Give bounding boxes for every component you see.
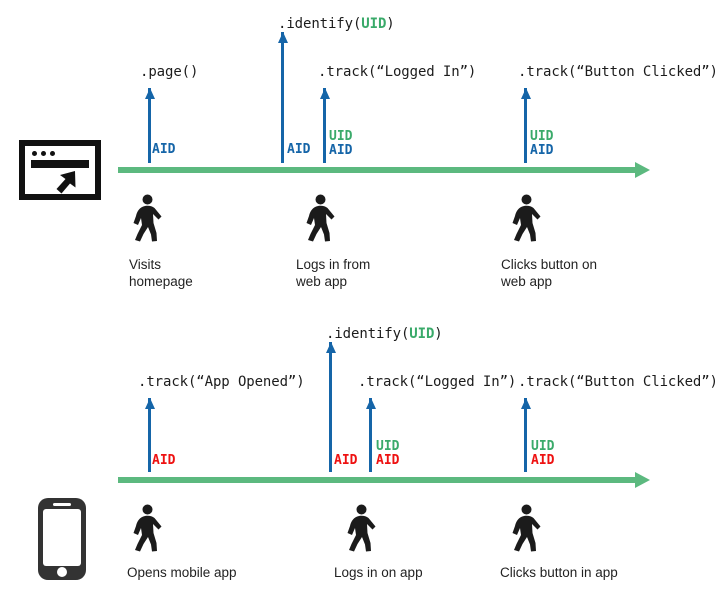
- code-uid-arg: UID: [409, 326, 435, 342]
- web-timeline-arrowhead: [635, 162, 650, 178]
- mobile-phone-icon: [38, 498, 86, 580]
- mobile-step-caption-2: Logs in on app: [334, 565, 423, 580]
- phone-screen: [43, 509, 81, 566]
- mobile-timeline: [118, 472, 650, 488]
- mobile-timeline-arrowhead: [635, 472, 650, 488]
- phone-speaker: [53, 503, 71, 506]
- walking-person-icon: [133, 194, 162, 242]
- mobile-timeline-line: [118, 477, 635, 483]
- mobile-event-label-logged-in: .track(“Logged In”): [358, 374, 516, 390]
- code-prefix: .track(“Logged In”): [358, 374, 517, 390]
- mobile-idtag-button-clicked-aid: AID: [531, 453, 555, 468]
- mobile-event-label-button-clicked: .track(“Button Clicked”): [518, 374, 716, 390]
- browser-window-icon: [19, 140, 101, 200]
- walking-person-icon: [512, 194, 541, 242]
- walking-person-icon: [306, 194, 335, 242]
- cursor-arrow-icon: [56, 171, 76, 194]
- code-prefix: .track(“Logged In”): [318, 64, 477, 80]
- web-timeline-line: [118, 167, 635, 173]
- web-event-label-button-clicked: .track(“Button Clicked”): [518, 64, 716, 80]
- walking-person-icon: [133, 504, 162, 552]
- web-idtag-page-aid: AID: [152, 142, 176, 157]
- code-prefix: .page(): [140, 64, 199, 80]
- web-idtag-logged-in-uid: UID: [329, 129, 353, 144]
- web-idtag-identify-aid: AID: [287, 142, 311, 157]
- code-prefix: .identify(: [278, 16, 362, 32]
- mobile-idtag-logged-in-aid: AID: [376, 453, 400, 468]
- walking-person-icon: [347, 504, 376, 552]
- mobile-idtag-button-clicked-uid: UID: [531, 439, 555, 454]
- web-event-label-identify: .identify(UID): [278, 16, 395, 32]
- web-timeline: [118, 162, 650, 178]
- mobile-event-label-app-opened: .track(“App Opened”): [138, 374, 305, 390]
- web-idtag-logged-in-aid: AID: [329, 143, 353, 158]
- mobile-event-label-identify: .identify(UID): [326, 326, 443, 342]
- code-prefix: .identify(: [326, 326, 410, 342]
- web-step-caption-3: Clicks button on web app: [501, 257, 598, 289]
- mobile-idtag-logged-in-uid: UID: [376, 439, 400, 454]
- code-suffix: ): [434, 326, 443, 342]
- web-step-caption-1: Visits homepage: [129, 257, 193, 289]
- mobile-step-caption-1: Opens mobile app: [127, 565, 237, 580]
- code-prefix: .track(“App Opened”): [138, 374, 305, 390]
- code-uid-arg: UID: [361, 16, 387, 32]
- browser-dots: [32, 151, 55, 156]
- web-idtag-button-clicked-uid: UID: [530, 129, 554, 144]
- walking-person-icon: [512, 504, 541, 552]
- phone-home-button: [57, 567, 67, 577]
- code-prefix: .track(“Button Clicked”): [518, 64, 716, 80]
- mobile-step-caption-3: Clicks button in app: [500, 565, 618, 580]
- mobile-idtag-app-opened-aid: AID: [152, 453, 176, 468]
- browser-address-bar: [31, 160, 89, 168]
- code-suffix: ): [386, 16, 395, 32]
- web-event-label-logged-in: .track(“Logged In”): [318, 64, 476, 80]
- code-prefix: .track(“Button Clicked”): [518, 374, 716, 390]
- web-step-caption-2: Logs in from web app: [296, 257, 371, 289]
- web-event-label-page: .page(): [140, 64, 198, 80]
- web-idtag-button-clicked-aid: AID: [530, 143, 554, 158]
- mobile-idtag-identify-aid: AID: [334, 453, 358, 468]
